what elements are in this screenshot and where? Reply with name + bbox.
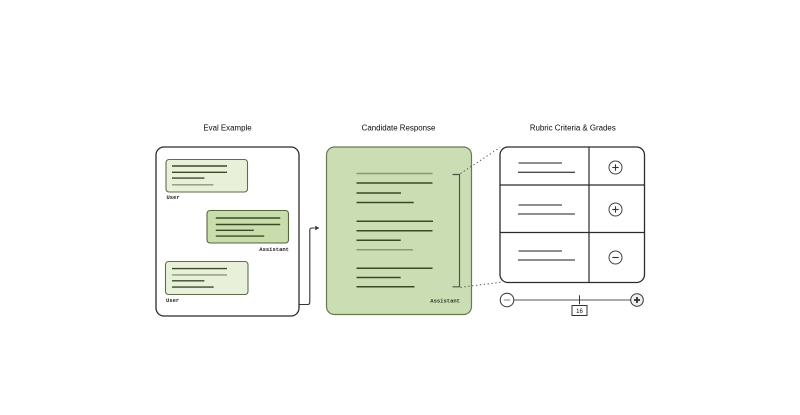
svg-text:Assistant: Assistant: [259, 246, 289, 253]
svg-text:Candidate Response: Candidate Response: [362, 124, 436, 133]
svg-text:User: User: [166, 297, 179, 304]
svg-text:Assistant: Assistant: [430, 298, 460, 305]
svg-text:User: User: [167, 194, 180, 201]
svg-text:Rubric Criteria & Grades: Rubric Criteria & Grades: [530, 124, 616, 133]
svg-text:16: 16: [576, 309, 583, 315]
svg-text:Eval Example: Eval Example: [203, 124, 252, 133]
